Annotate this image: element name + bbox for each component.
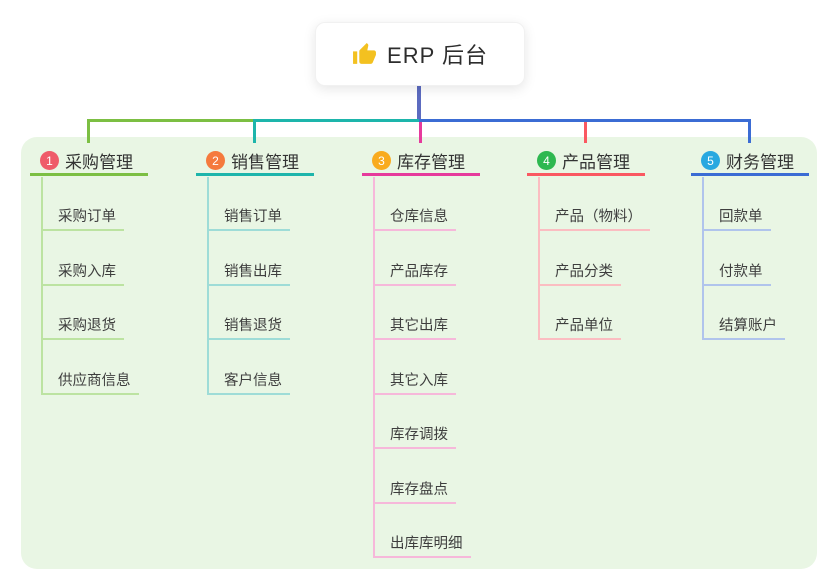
child-node[interactable]: 采购退货 [41, 315, 124, 340]
child-node[interactable]: 付款单 [702, 261, 771, 286]
branch-bus-line [419, 119, 751, 122]
branch-number-badge: 4 [537, 151, 556, 170]
child-node[interactable]: 其它入库 [373, 370, 456, 395]
child-node[interactable]: 回款单 [702, 206, 771, 231]
branch-node-3[interactable]: 3 库存管理 [362, 148, 480, 176]
branch-label: 财务管理 [726, 153, 794, 172]
branch-bus-line [253, 119, 422, 122]
branch-drop-line [253, 119, 256, 143]
child-spine-line [373, 177, 375, 558]
child-spine-line [41, 177, 43, 395]
child-node[interactable]: 采购入库 [41, 261, 124, 286]
branch-number-badge: 2 [206, 151, 225, 170]
child-spine-line [538, 177, 540, 340]
child-node[interactable]: 库存盘点 [373, 479, 456, 504]
child-node[interactable]: 客户信息 [207, 370, 290, 395]
child-node[interactable]: 产品分类 [538, 261, 621, 286]
root-label: ERP 后台 [387, 43, 488, 68]
child-node[interactable]: 出库库明细 [373, 533, 471, 558]
child-spine-line [207, 177, 209, 395]
branches-panel [21, 137, 817, 569]
branch-label: 库存管理 [397, 153, 465, 172]
child-node[interactable]: 仓库信息 [373, 206, 456, 231]
branch-node-2[interactable]: 2 销售管理 [196, 148, 314, 176]
branch-drop-line [87, 119, 90, 143]
branch-bus-line [87, 119, 256, 122]
branch-label: 采购管理 [65, 153, 133, 172]
branch-drop-line [584, 119, 587, 143]
branch-drop-line [748, 119, 751, 143]
thumbs-up-icon [352, 42, 377, 67]
root-connector-line [417, 84, 421, 122]
child-node[interactable]: 产品库存 [373, 261, 456, 286]
child-node[interactable]: 产品单位 [538, 315, 621, 340]
child-node[interactable]: 销售订单 [207, 206, 290, 231]
branch-number-badge: 1 [40, 151, 59, 170]
branch-label: 产品管理 [562, 153, 630, 172]
branch-drop-line [419, 119, 422, 143]
child-node[interactable]: 供应商信息 [41, 370, 139, 395]
child-node[interactable]: 结算账户 [702, 315, 785, 340]
child-node[interactable]: 销售出库 [207, 261, 290, 286]
child-spine-line [702, 177, 704, 340]
child-node[interactable]: 其它出库 [373, 315, 456, 340]
child-node[interactable]: 库存调拨 [373, 424, 456, 449]
branch-node-1[interactable]: 1 采购管理 [30, 148, 148, 176]
child-node[interactable]: 产品（物料） [538, 206, 650, 231]
root-node[interactable]: ERP 后台 [315, 22, 525, 86]
branch-number-badge: 5 [701, 151, 720, 170]
branch-label: 销售管理 [231, 153, 299, 172]
branch-node-4[interactable]: 4 产品管理 [527, 148, 645, 176]
branch-node-5[interactable]: 5 财务管理 [691, 148, 809, 176]
branch-number-badge: 3 [372, 151, 391, 170]
child-node[interactable]: 销售退货 [207, 315, 290, 340]
child-node[interactable]: 采购订单 [41, 206, 124, 231]
